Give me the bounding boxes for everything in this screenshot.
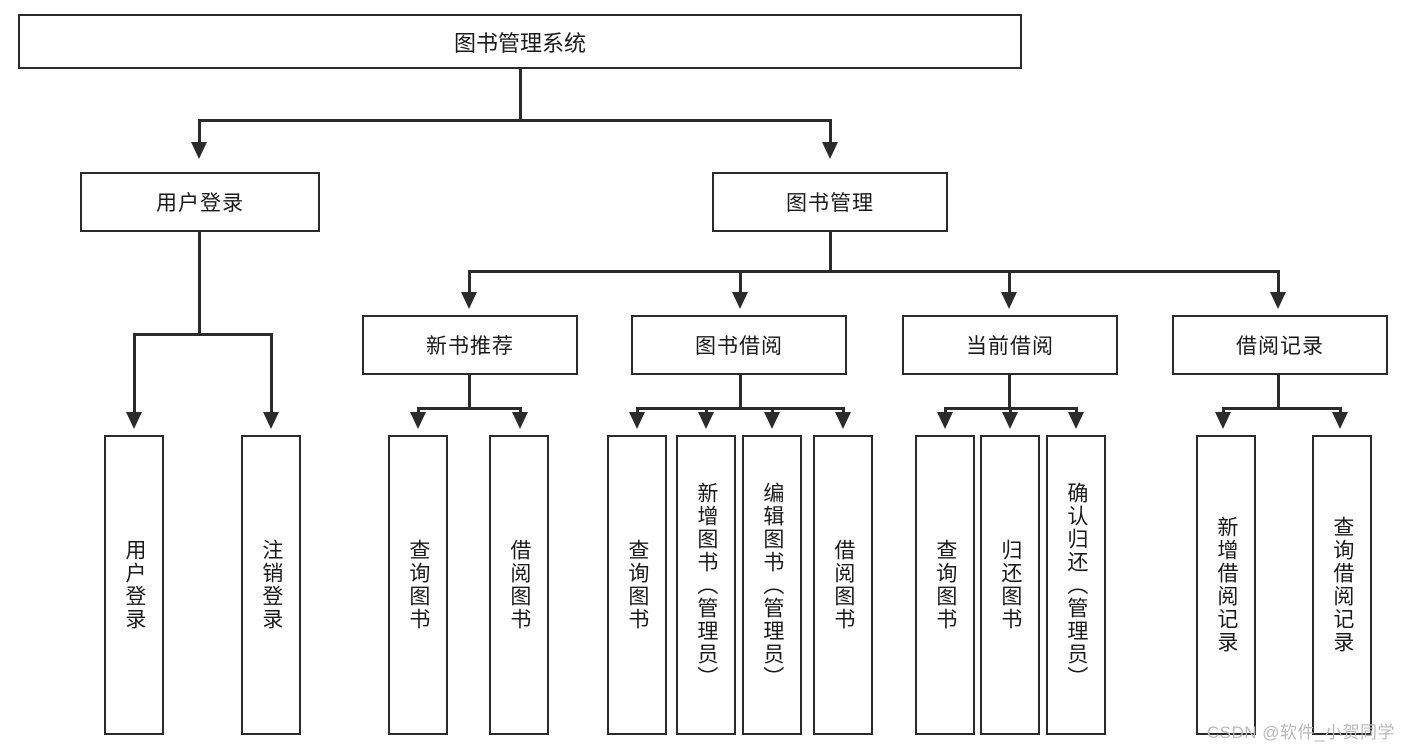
node-book-management[interactable]: 图书管理 (712, 172, 948, 232)
node-label: 确认归还（管理员） (1064, 481, 1088, 689)
connector-level2-drop-4 (1277, 270, 1280, 293)
connector-borrow-drop-3 (771, 407, 774, 415)
node-label: 归还图书 (998, 539, 1022, 631)
connector-borrow-drop-4 (842, 407, 845, 415)
connector-recommend-drop-1 (417, 407, 420, 415)
arrow-to-book-manage (822, 142, 838, 159)
node-label: 借阅记录 (1236, 335, 1324, 358)
leaf-recommend-query-book[interactable]: 查询图书 (388, 435, 448, 735)
leaf-current-return-book[interactable]: 归还图书 (980, 435, 1040, 735)
node-label: 查询图书 (933, 539, 957, 631)
node-label: 新增借阅记录 (1214, 516, 1238, 654)
node-label: 图书借阅 (695, 335, 783, 358)
node-label: 图书管理 (786, 192, 874, 215)
node-user-login[interactable]: 用户登录 (80, 172, 320, 232)
leaf-user-login[interactable]: 用户登录 (104, 435, 164, 735)
arrow-to-leaf-recommend-borrow (512, 412, 528, 429)
connector-level2-drop-1 (468, 270, 471, 293)
connector-level2-bus (468, 270, 1280, 273)
node-book-borrow[interactable]: 图书借阅 (631, 315, 847, 375)
leaf-borrow-lend-book[interactable]: 借阅图书 (813, 435, 873, 735)
connector-user-login-bus (133, 333, 273, 336)
node-label: 新书推荐 (426, 335, 514, 358)
connector-current-drop-3 (1075, 407, 1078, 415)
connector-record-stem (1277, 375, 1280, 409)
connector-level1-bus (198, 119, 832, 122)
connector-level1-drop-right (829, 119, 832, 143)
node-label: 新增图书（管理员） (694, 481, 718, 689)
connector-root-stem (519, 69, 522, 121)
node-label: 用户登录 (122, 539, 146, 631)
connector-level2-drop-3 (1008, 270, 1011, 293)
connector-record-drop-2 (1339, 407, 1342, 415)
connector-level2-drop-2 (739, 270, 742, 293)
node-label: 当前借阅 (966, 335, 1054, 358)
arrow-to-leaf-user-login (126, 412, 142, 429)
connector-current-stem (1008, 375, 1011, 409)
connector-borrow-bus (636, 407, 844, 410)
node-borrow-record[interactable]: 借阅记录 (1172, 315, 1388, 375)
connector-user-login-stem (198, 232, 201, 335)
leaf-record-query[interactable]: 查询借阅记录 (1312, 435, 1372, 735)
node-label: 查询图书 (625, 539, 649, 631)
leaf-current-query-book[interactable]: 查询图书 (915, 435, 975, 735)
node-label: 注销登录 (259, 539, 283, 631)
leaf-record-add[interactable]: 新增借阅记录 (1196, 435, 1256, 735)
arrow-to-user-login (191, 142, 207, 159)
node-label: 借阅图书 (507, 539, 531, 631)
connector-borrow-drop-1 (636, 407, 639, 415)
connector-recommend-bus (417, 407, 522, 410)
arrow-to-leaf-borrow-lend (835, 412, 851, 429)
connector-record-bus (1222, 407, 1342, 410)
node-label: 查询图书 (406, 539, 430, 631)
leaf-current-confirm-return-admin[interactable]: 确认归还（管理员） (1046, 435, 1106, 735)
connector-record-drop-1 (1222, 407, 1225, 415)
arrow-to-leaf-current-return (1002, 412, 1018, 429)
connector-recommend-stem (468, 375, 471, 409)
arrow-to-leaf-record-add (1215, 412, 1231, 429)
leaf-borrow-query-book[interactable]: 查询图书 (607, 435, 667, 735)
node-new-book-recommend[interactable]: 新书推荐 (362, 315, 578, 375)
connector-recommend-drop-2 (519, 407, 522, 415)
arrow-to-leaf-recommend-query (410, 412, 426, 429)
connector-book-manage-stem (829, 232, 832, 272)
leaf-borrow-add-book-admin[interactable]: 新增图书（管理员） (676, 435, 736, 735)
connector-borrow-stem (739, 375, 742, 409)
arrow-to-leaf-current-confirm (1068, 412, 1084, 429)
node-label: 编辑图书（管理员） (760, 481, 784, 689)
arrow-to-leaf-record-query (1332, 412, 1348, 429)
leaf-recommend-borrow-book[interactable]: 借阅图书 (489, 435, 549, 735)
connector-borrow-drop-2 (705, 407, 708, 415)
leaf-borrow-edit-book-admin[interactable]: 编辑图书（管理员） (742, 435, 802, 735)
arrow-to-leaf-logout (263, 412, 279, 429)
node-label: 用户登录 (156, 192, 244, 215)
node-label: 查询借阅记录 (1330, 516, 1354, 654)
node-root-system[interactable]: 图书管理系统 (18, 14, 1022, 69)
connector-current-drop-1 (944, 407, 947, 415)
arrow-to-leaf-current-query (937, 412, 953, 429)
csdn-watermark: CSDN @软件_小贺同学 (1206, 723, 1395, 742)
arrow-to-borrow-record (1270, 292, 1286, 309)
arrow-to-current-borrow (1001, 292, 1017, 309)
arrow-to-leaf-borrow-edit (764, 412, 780, 429)
node-label: 借阅图书 (831, 539, 855, 631)
node-label: 图书管理系统 (453, 30, 586, 56)
leaf-logout[interactable]: 注销登录 (241, 435, 301, 735)
connector-user-login-drop-1 (133, 333, 136, 413)
connector-level1-drop-left (198, 119, 201, 143)
arrow-to-book-borrow (732, 292, 748, 309)
arrow-to-leaf-borrow-query (629, 412, 645, 429)
connector-user-login-drop-2 (270, 333, 273, 413)
arrow-to-leaf-borrow-add (698, 412, 714, 429)
connector-current-drop-2 (1009, 407, 1012, 415)
node-current-borrow[interactable]: 当前借阅 (902, 315, 1118, 375)
arrow-to-new-book-recommend (461, 292, 477, 309)
